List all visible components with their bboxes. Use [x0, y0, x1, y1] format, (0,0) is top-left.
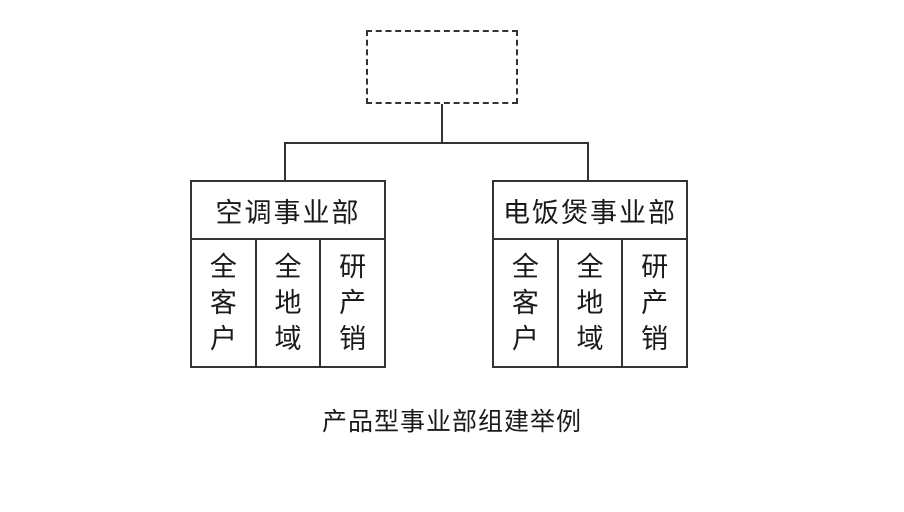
column-char: 域: [576, 324, 604, 355]
column-rd-production-sales: 研 产 销: [621, 240, 686, 368]
unit-title: 空调事业部: [192, 182, 384, 240]
column-all-regions: 全 地 域: [556, 240, 622, 368]
column-all-customers: 全 客 户: [494, 240, 557, 368]
column-char: 全: [576, 252, 604, 283]
column-char: 客: [511, 288, 539, 319]
column-char: 地: [274, 288, 302, 319]
column-char: 域: [274, 324, 302, 355]
column-char: 户: [209, 324, 237, 355]
unit-title: 电饭煲事业部: [494, 182, 686, 240]
unit-rice-cooker: 电饭煲事业部 全 客 户 全 地 域 研 产 销: [492, 180, 688, 368]
column-rd-production-sales: 研 产 销: [319, 240, 384, 368]
root-dashed-box: [366, 30, 518, 104]
column-char: 销: [339, 324, 367, 355]
column-char: 产: [339, 288, 367, 319]
column-char: 研: [641, 252, 669, 283]
unit-columns: 全 客 户 全 地 域 研 产 销: [192, 240, 384, 368]
column-char: 地: [576, 288, 604, 319]
column-char: 研: [339, 252, 367, 283]
column-char: 销: [641, 324, 669, 355]
column-char: 客: [209, 288, 237, 319]
column-char: 全: [511, 252, 539, 283]
column-char: 全: [274, 252, 302, 283]
diagram-caption: 产品型事业部组建举例: [321, 407, 582, 436]
unit-air-conditioner: 空调事业部 全 客 户 全 地 域 研 产 销: [190, 180, 386, 368]
column-char: 全: [209, 252, 237, 283]
unit-columns: 全 客 户 全 地 域 研 产 销: [494, 240, 686, 368]
column-all-regions: 全 地 域: [254, 240, 320, 368]
column-char: 户: [511, 324, 539, 355]
column-all-customers: 全 客 户: [192, 240, 255, 368]
column-char: 产: [641, 288, 669, 319]
